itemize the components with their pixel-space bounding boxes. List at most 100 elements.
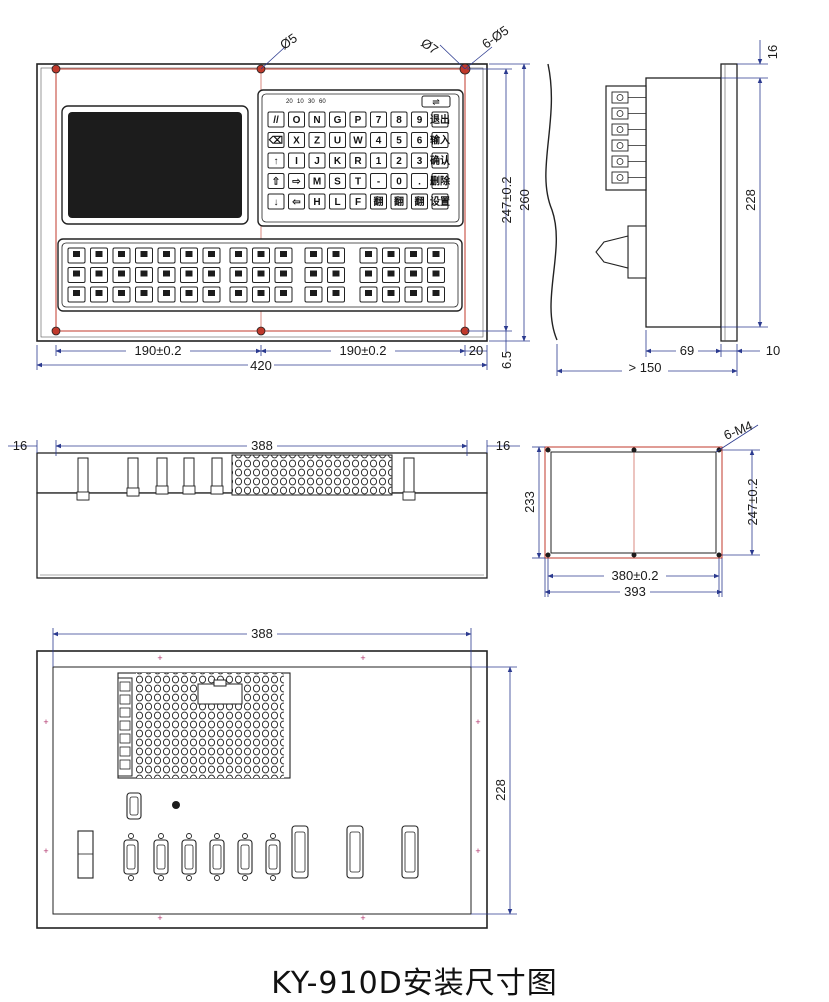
back-dim-height: 228 bbox=[493, 779, 508, 801]
back-connector-port bbox=[153, 839, 169, 875]
keypad-key-label: 1 bbox=[376, 156, 382, 167]
function-key-icon bbox=[280, 251, 287, 257]
function-key-icon bbox=[95, 290, 103, 296]
keypad-key-label: . bbox=[418, 177, 421, 188]
side-dimensions: 16 228 69 10 > 150 bbox=[556, 40, 780, 376]
side-body bbox=[645, 77, 722, 328]
dim-edge: 20 bbox=[469, 343, 483, 358]
keypad-key-label: 8 bbox=[396, 115, 402, 126]
keypad-key bbox=[390, 173, 408, 189]
keypad-key-label: T bbox=[355, 177, 361, 188]
keypad-key bbox=[411, 132, 428, 148]
function-key-icon bbox=[432, 290, 440, 296]
function-key-icon bbox=[310, 290, 317, 296]
function-key-icon bbox=[410, 270, 417, 277]
keypad-key-label: 退出 bbox=[430, 113, 450, 126]
function-key-icon bbox=[163, 270, 170, 277]
keypad-key-label: W bbox=[353, 136, 363, 147]
side-terminal bbox=[611, 91, 629, 104]
keypad-key-label: 设置 bbox=[430, 195, 450, 208]
side-terminal bbox=[611, 107, 629, 120]
back-dim-width: 388 bbox=[251, 626, 273, 641]
keypad-key-label: F bbox=[355, 197, 361, 208]
back-connector-screw bbox=[128, 833, 134, 839]
function-key-icon bbox=[387, 290, 395, 296]
cutout-hole bbox=[545, 552, 551, 558]
keypad-key-label: H bbox=[313, 197, 320, 208]
keypad-key bbox=[411, 193, 428, 210]
back-connector-inner bbox=[212, 844, 222, 870]
keypad-key bbox=[370, 111, 387, 128]
back-connector-port bbox=[237, 839, 253, 875]
function-key-icon bbox=[332, 290, 340, 296]
cutout-inner bbox=[550, 451, 717, 554]
back-connector-inner bbox=[184, 844, 194, 870]
back-connector-screw bbox=[214, 875, 220, 881]
back-power-switch bbox=[77, 830, 94, 879]
keypad-key bbox=[267, 132, 285, 148]
keypad-key bbox=[267, 193, 285, 210]
drawing-title: KY-910D安装尺寸图 bbox=[271, 966, 558, 1001]
function-key-icon bbox=[257, 270, 265, 277]
function-key-icon bbox=[118, 251, 125, 257]
mounting-mark: + bbox=[475, 717, 480, 727]
keypad-key bbox=[349, 111, 367, 128]
function-key-icon bbox=[95, 270, 103, 277]
keypad-key bbox=[431, 193, 449, 210]
mounting-hole bbox=[51, 326, 61, 336]
cutout-hole bbox=[716, 552, 722, 558]
mode-label: 60 bbox=[319, 99, 326, 105]
keypad-key bbox=[349, 193, 367, 210]
top-connector-nut bbox=[210, 485, 224, 495]
cutout-dim-hole-height: 247±0.2 bbox=[745, 479, 760, 526]
back-large-connector-inner bbox=[294, 831, 306, 873]
keypad-key-label: // bbox=[273, 115, 279, 126]
cutout-hole-count: 6-M4 bbox=[722, 418, 755, 443]
function-key-icon bbox=[140, 251, 148, 257]
function-key-icon bbox=[235, 270, 242, 277]
keypad-key-label: L bbox=[334, 197, 340, 208]
keypad-key bbox=[390, 193, 408, 210]
back-connector-screw bbox=[270, 875, 276, 881]
keypad-key bbox=[329, 152, 346, 169]
side-dim-top: 16 bbox=[765, 45, 780, 59]
keypad-key-label: N bbox=[313, 115, 320, 126]
keypad-key bbox=[329, 173, 346, 189]
keypad-key bbox=[431, 152, 449, 169]
power-supply-label-plate bbox=[197, 683, 243, 705]
keypad-key-label: 删除 bbox=[430, 175, 451, 188]
top-dim-right: 16 bbox=[496, 438, 510, 453]
mounting-mark: + bbox=[475, 846, 480, 856]
function-key-icon bbox=[365, 290, 372, 296]
keypad-key-label: 输入 bbox=[430, 134, 450, 147]
keypad-key bbox=[308, 152, 326, 169]
side-dim-overall: > 150 bbox=[629, 360, 662, 375]
side-terminal-screw bbox=[616, 158, 624, 165]
dim-right-span: 190±0.2 bbox=[340, 343, 387, 358]
function-key-icon bbox=[73, 270, 80, 277]
keypad-key-label: O bbox=[293, 115, 301, 126]
keypad-key bbox=[267, 152, 285, 169]
back-connector-port bbox=[209, 839, 225, 875]
back-connector-screw bbox=[186, 875, 192, 881]
usb-port bbox=[421, 95, 451, 108]
keypad-key-label: U bbox=[334, 136, 341, 147]
keypad-key bbox=[267, 173, 285, 189]
mounting-mark: + bbox=[43, 846, 48, 856]
function-key-icon bbox=[257, 290, 265, 296]
keypad-key bbox=[370, 132, 387, 148]
keypad-key bbox=[288, 132, 305, 148]
mounting-hole bbox=[256, 326, 266, 336]
keypad-key-label: X bbox=[293, 136, 300, 147]
psu-terminal bbox=[119, 746, 131, 757]
back-connector-screw bbox=[158, 833, 164, 839]
psu-terminal bbox=[119, 720, 131, 731]
keypad-key bbox=[390, 132, 408, 148]
keypad-key bbox=[431, 111, 449, 128]
keypad-key-label: 翻 bbox=[394, 195, 404, 208]
side-view-break-curve bbox=[545, 63, 558, 341]
hole-count-label: 6-Ø5 bbox=[479, 23, 511, 52]
keypad-key-label: P bbox=[355, 115, 362, 126]
function-key-icon bbox=[185, 290, 193, 296]
dim-left-span: 190±0.2 bbox=[135, 343, 182, 358]
